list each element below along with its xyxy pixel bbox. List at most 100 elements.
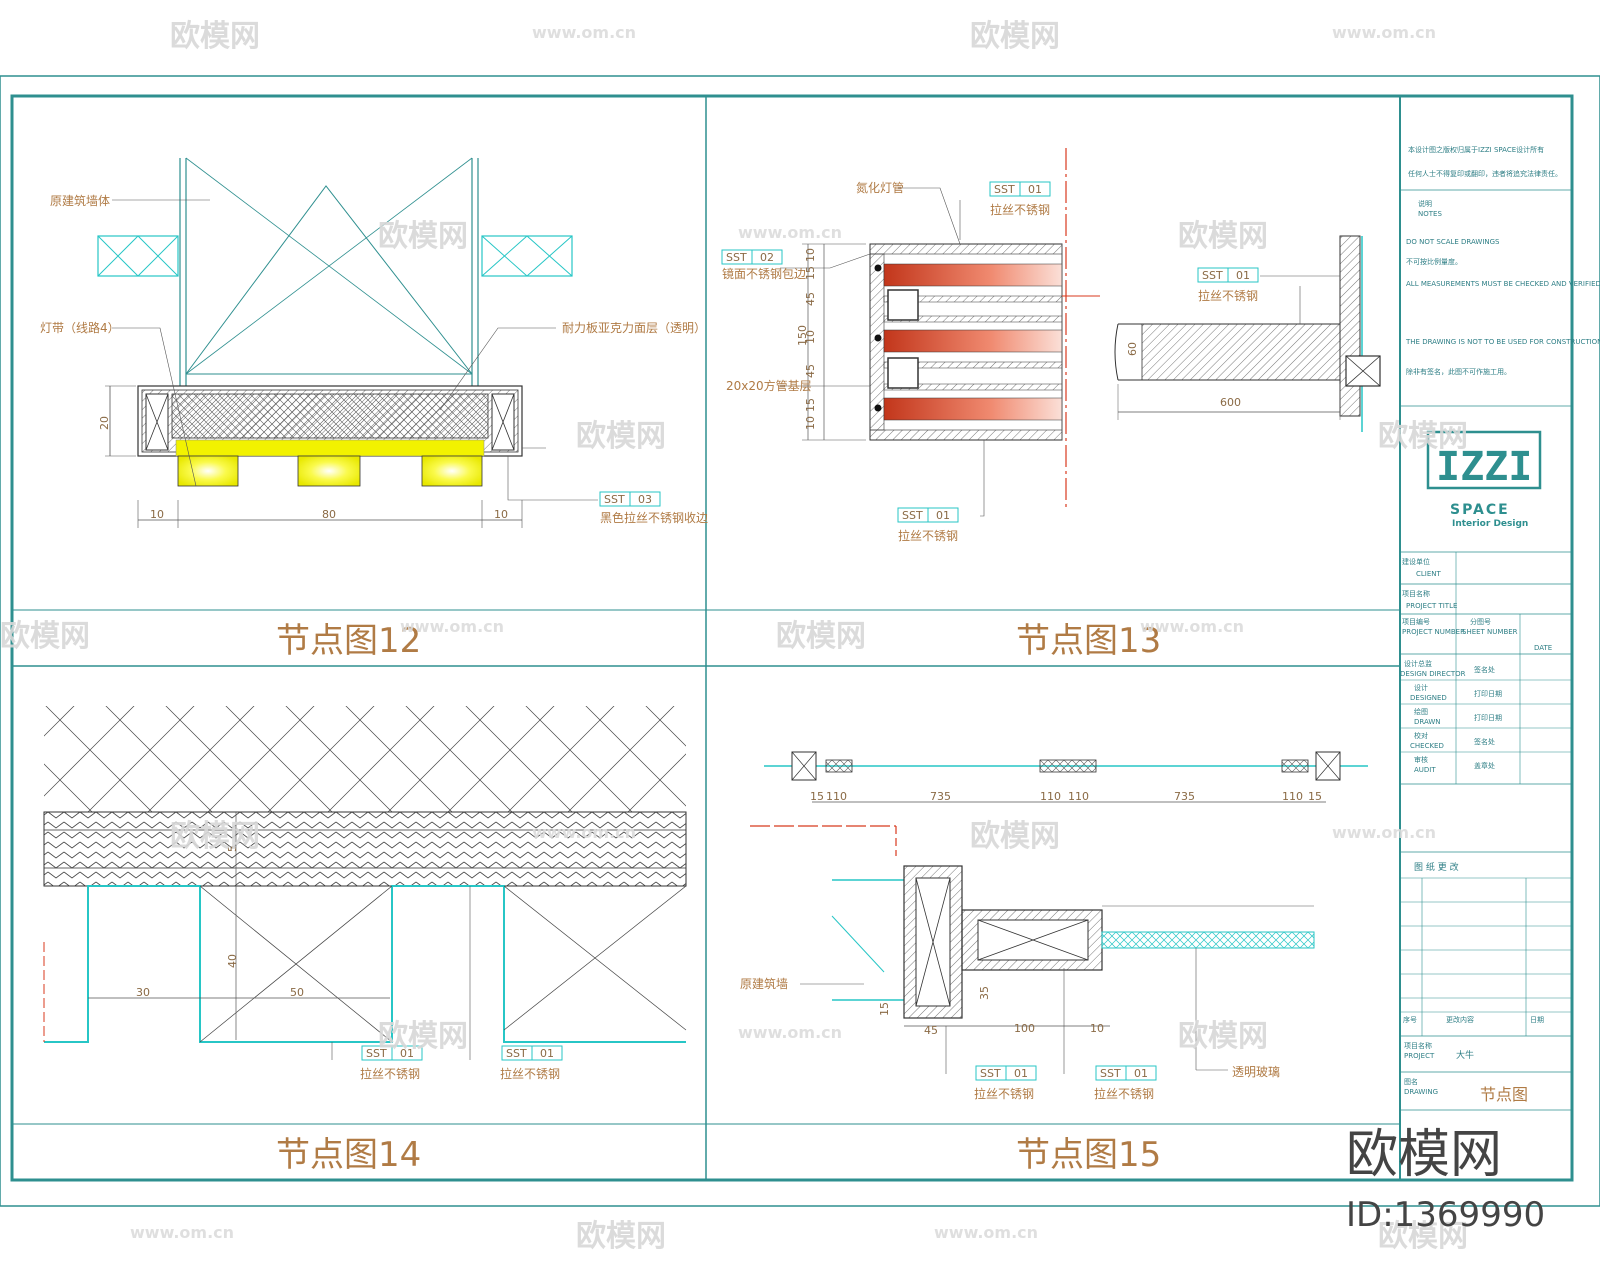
wm-name-7: 欧模网 [0, 619, 90, 654]
tb-note-cn-3: 除非有签名，此图不可作施工用。 [1406, 367, 1511, 376]
panel-title-node-12: 节点图12 [276, 621, 421, 661]
wm-name-10: 欧模网 [970, 819, 1060, 854]
tb-project-name-label-en: PROJECT [1404, 1052, 1435, 1060]
wm-name-2: 欧模网 [970, 19, 1060, 54]
n13-dim-3: 45 [804, 292, 817, 306]
wm-url-9: www.om.cn [130, 1223, 234, 1242]
n15-dim-45: 45 [924, 1024, 938, 1037]
tb-project-number-cn: 项目编号 [1402, 617, 1430, 626]
n15-dim-top-2: 110 [826, 790, 847, 803]
n14-dim-50: 50 [290, 986, 304, 999]
n13-dim-8: 10 [804, 416, 817, 430]
wm-url-2: www.om.cn [1332, 23, 1436, 42]
tb-rev-date: 日期 [1530, 1016, 1544, 1024]
n13-dim-4: 150 [796, 325, 809, 346]
n12-label-lightstrip: 灯带（线路4） [40, 320, 120, 335]
tb-project-title-cn: 项目名称 [1402, 589, 1430, 598]
wm-url-1: www.om.cn [532, 23, 636, 42]
tb-client-en: CLIENT [1416, 570, 1442, 578]
n15-dim-15: 15 [878, 1002, 891, 1016]
wm-name-5: 欧模网 [576, 419, 666, 454]
node-12-detail [97, 157, 598, 528]
logo-sub: Interior Design [1452, 519, 1528, 529]
n13-tag2-code: SST [726, 251, 747, 264]
wm-name-11: 欧模网 [378, 1019, 468, 1054]
n12-dim-height: 20 [98, 416, 111, 430]
wm-url-4: www.om.cn [400, 617, 504, 636]
n14-tag2-num: 01 [540, 1047, 554, 1060]
corner-watermark-id: ID:1369990 [1346, 1195, 1545, 1235]
n14-tag1-num: 01 [400, 1047, 414, 1060]
wm-url-8: www.om.cn [738, 1023, 842, 1042]
corner-watermark-name: 欧模网 [1346, 1125, 1502, 1185]
tb-rev-num: 序号 [1403, 1015, 1417, 1024]
tb-project-name-value: 大牛 [1456, 1049, 1474, 1061]
node-13-detail [780, 148, 1381, 517]
tb-note-en-1: DO NOT SCALE DRAWINGS [1406, 238, 1500, 246]
n15-dim-top-7: 110 [1282, 790, 1303, 803]
n13-label-brushed-2: 拉丝不锈钢 [898, 528, 958, 543]
wm-name-13: 欧模网 [576, 1219, 666, 1254]
node-13-labels: 氮化灯管 拉丝不锈钢 镜面不锈钢包边 20x20方管基层 拉丝不锈钢 拉丝不锈钢… [721, 180, 1259, 543]
n13-dim-1: 10 [804, 248, 817, 262]
tb-row4-val: 签名处 [1474, 737, 1495, 746]
n14-tag1-code: SST [366, 1047, 387, 1060]
tb-sheet-number-en: SHEET NUMBER [1462, 628, 1518, 636]
watermarks: 欧模网 www.om.cn 欧模网 www.om.cn 欧模网 www.om.c… [0, 19, 1468, 1254]
node-12-labels: 原建筑墙体 灯带（线路4） 耐力板亚克力面层（透明） 黑色拉丝不锈钢收边 20 … [40, 193, 708, 525]
n14-label-brushed-1: 拉丝不锈钢 [360, 1066, 420, 1081]
tb-copyright-1: 本设计图之版权归属于IZZI SPACE设计所有 [1408, 145, 1544, 154]
tb-copyright-2: 任何人士不得复印或翻印，违者将追究法律责任。 [1408, 169, 1562, 178]
tb-notes-label: 说明 [1418, 199, 1432, 208]
n15-dim-top-6: 735 [1174, 790, 1195, 803]
wm-name-3: 欧模网 [378, 219, 468, 254]
n14-label-brushed-2: 拉丝不锈钢 [500, 1066, 560, 1081]
tb-row2-en: DESIGNED [1410, 694, 1447, 702]
tb-row3-cn: 绘图 [1414, 707, 1428, 716]
n12-label-acrylic: 耐力板亚克力面层（透明） [562, 321, 706, 335]
n14-tag2-code: SST [506, 1047, 527, 1060]
n15-dim-top-3: 735 [930, 790, 951, 803]
panel-title-node-14: 节点图14 [276, 1135, 421, 1175]
title-block: 本设计图之版权归属于IZZI SPACE设计所有 任何人士不得复印或翻印，违者将… [1400, 145, 1600, 1111]
n13-dim-2: 15 [804, 266, 817, 280]
n15-label-wall: 原建筑墙 [740, 976, 788, 991]
logo-space: SPACE [1450, 502, 1510, 518]
n13-label-lamp: 氮化灯管 [856, 180, 904, 195]
n15-dim-100: 100 [1014, 1022, 1035, 1035]
n14-dim-40: 40 [226, 954, 239, 968]
n15-label-brushed-1: 拉丝不锈钢 [974, 1086, 1034, 1101]
tb-row5-val: 盖章处 [1474, 761, 1495, 770]
panel-title-node-15: 节点图15 [1016, 1135, 1161, 1175]
node-15-labels: 15 110 735 110 110 735 110 15 原建筑墙 15 45… [740, 790, 1322, 1101]
n14-dim-5: 5 [226, 845, 239, 852]
n13-tag4-code: SST [1202, 269, 1223, 282]
n13-label-brushed-3: 拉丝不锈钢 [1198, 288, 1258, 303]
tb-drawing-value: 节点图 [1480, 1085, 1528, 1104]
tb-project-title-en: PROJECT TITLE [1406, 602, 1457, 610]
n15-label-glass: 透明玻璃 [1232, 1065, 1280, 1079]
wm-name-6: 欧模网 [1378, 419, 1468, 454]
tb-row2-cn: 设计 [1414, 683, 1428, 692]
n12-label-edge: 黑色拉丝不锈钢收边 [600, 510, 708, 525]
n13-tag3-code: SST [902, 509, 923, 522]
n13-dim-10: 60 [1126, 342, 1139, 356]
n15-tag1-code: SST [980, 1067, 1001, 1080]
n12-tag-code: SST [604, 493, 625, 506]
n15-label-brushed-2: 拉丝不锈钢 [1094, 1086, 1154, 1101]
n12-tag-num: 03 [638, 493, 652, 506]
n12-dim-right: 10 [494, 508, 508, 521]
n12-dim-left: 10 [150, 508, 164, 521]
tb-row4-cn: 校对 [1414, 731, 1428, 740]
drawing-border [10, 94, 1574, 1182]
n13-dim-5: 10 [804, 330, 817, 344]
n13-dim-7: 15 [804, 398, 817, 412]
tb-project-name-label-cn: 项目名称 [1404, 1041, 1432, 1050]
tb-row3-en: DRAWN [1414, 718, 1441, 726]
wm-url-6: www.om.cn [532, 823, 636, 842]
n15-dim-10: 10 [1090, 1022, 1104, 1035]
tb-rev-desc: 更改内容 [1446, 1015, 1474, 1024]
tb-row3-val: 打印日期 [1474, 713, 1502, 722]
n13-tag3-num: 01 [936, 509, 950, 522]
